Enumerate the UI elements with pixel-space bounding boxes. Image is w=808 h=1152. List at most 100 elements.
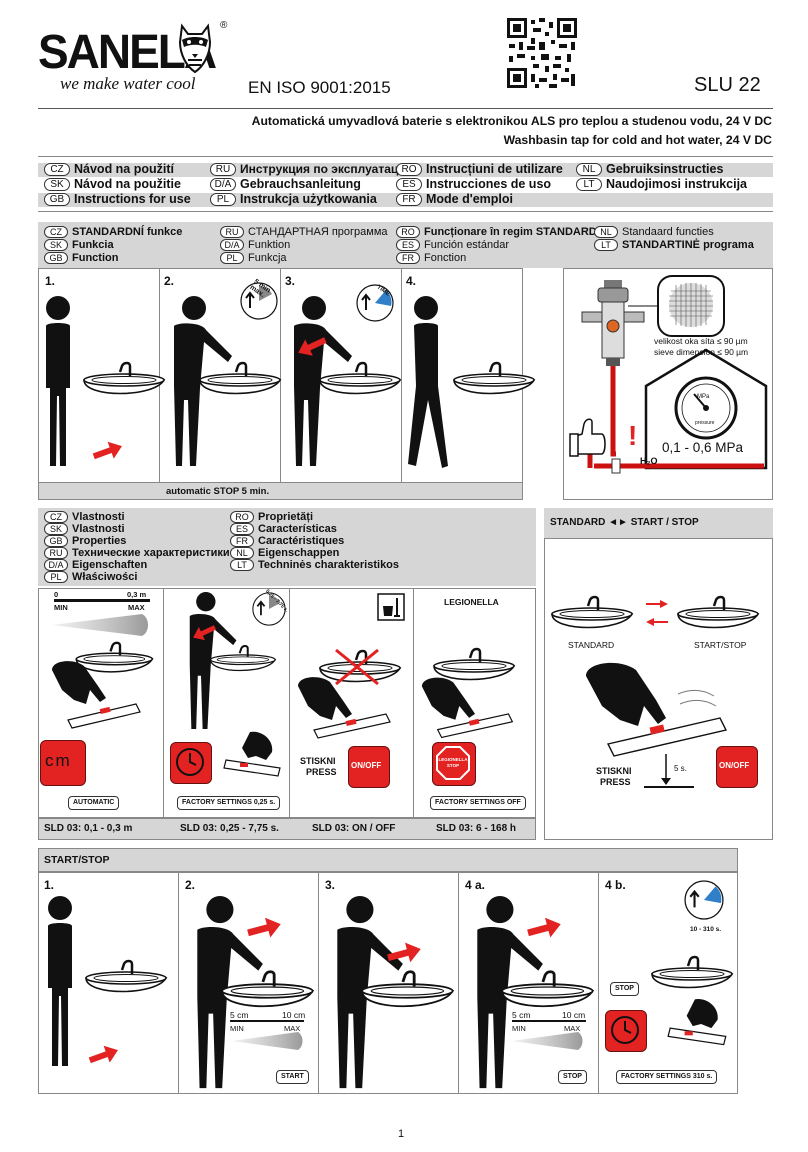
switch-standard-label: STANDARD <box>568 640 615 650</box>
brand-logo: SANELA ® we make water cool <box>38 20 228 104</box>
cm-display <box>40 740 86 786</box>
switch-header <box>544 508 773 538</box>
hand-press-figure <box>586 662 728 757</box>
hand-press-figure <box>298 677 391 739</box>
hand-remote-figure <box>667 999 727 1046</box>
stop-sign-icon <box>436 746 470 780</box>
mesh-size-en: sieve dimension ≤ 90 µm <box>654 347 749 357</box>
pressure-range: 0,1 - 0,6 MPa <box>662 440 744 455</box>
hand-press-figure <box>421 677 514 739</box>
person-standing-figure <box>46 296 166 466</box>
model-number: SLU 22 <box>694 74 761 96</box>
startstop-title: START/STOP <box>44 854 110 866</box>
person-hands-out-figure <box>294 296 402 466</box>
start-label: START <box>276 1070 309 1084</box>
filter-diagram <box>569 275 768 474</box>
range-zero: 0 <box>54 590 59 599</box>
raccoon-icon <box>178 23 212 74</box>
subtitle-en: Washbasin tap for cold and hot water, 24… <box>503 133 772 147</box>
step-number: 1. <box>45 274 56 288</box>
clock-icon <box>176 748 204 776</box>
switch-sinks-figure <box>550 595 760 629</box>
water-timer-icon <box>684 880 724 920</box>
page-number: 1 <box>398 1128 405 1140</box>
distance-min-label: MIN <box>512 1024 526 1033</box>
hand-remote-figure <box>223 731 281 777</box>
header-divider <box>38 108 773 109</box>
step-number: 4. <box>406 274 417 288</box>
timer-icon <box>252 592 286 626</box>
person-walking-figure <box>408 296 536 468</box>
switch-title: STANDARD ◄► START / STOP <box>550 517 699 528</box>
step-number: 3. <box>325 878 336 892</box>
step-number: 2. <box>185 878 196 892</box>
range-scale <box>54 599 150 602</box>
switch-panel <box>544 538 773 840</box>
sensor-beam <box>512 1032 583 1050</box>
sensor-beam <box>52 614 148 636</box>
auto-stop-bar <box>38 482 523 500</box>
property-legionella-panel <box>413 588 536 818</box>
switch-startstop-label: START/STOP <box>694 640 747 650</box>
sld-bar <box>38 818 536 840</box>
person-washing-figure <box>477 896 595 1089</box>
hand-press-figure <box>52 641 154 729</box>
person-standing-figure <box>48 896 168 1069</box>
switch-press-cz: STISKNI <box>596 766 632 776</box>
automatic-label: AUTOMATIC <box>68 796 120 810</box>
sensor-beam <box>232 1032 303 1050</box>
stop-label: STOP <box>610 982 639 996</box>
range-max-value: 0,3 m <box>127 590 147 599</box>
sink-disabled-figure <box>318 648 402 686</box>
gauge-unit: MPa <box>697 394 710 400</box>
distance-max-value: 10 cm <box>562 1010 586 1020</box>
person-washing-figure <box>174 296 282 466</box>
sld-timer: SLD 03: 0,25 - 7,75 s. <box>180 823 279 834</box>
step-number: 3. <box>285 274 296 288</box>
gauge-sub: pressure <box>695 420 715 426</box>
onoff-label: ON/OFF <box>351 761 382 770</box>
person-washing-figure <box>197 896 315 1089</box>
range-max-label: MAX <box>128 603 145 612</box>
distance-max-label: MAX <box>564 1024 581 1033</box>
person-washing-figure <box>337 896 455 1089</box>
sink-figure <box>650 955 734 989</box>
factory-025-label: FACTORY SETTINGS 0,25 s. <box>177 796 281 810</box>
iso-standard: EN ISO 9001:2015 <box>248 78 391 97</box>
switch-press-en: PRESS <box>600 777 631 787</box>
sld-onoff: SLD 03: ON / OFF <box>312 823 396 834</box>
subtitle-cz: Automatická umyvadlová baterie s elektro… <box>251 114 772 128</box>
mesh-size-cz: velikost oka síta ≤ 90 µm <box>654 336 748 346</box>
filter-panel <box>563 268 773 500</box>
onoff-display <box>348 746 390 788</box>
timer-icon <box>240 282 278 320</box>
sld-legionella: SLD 03: 6 - 168 h <box>436 823 517 834</box>
stop-label: STOP <box>558 1070 587 1084</box>
step-number: 4 a. <box>465 878 486 892</box>
